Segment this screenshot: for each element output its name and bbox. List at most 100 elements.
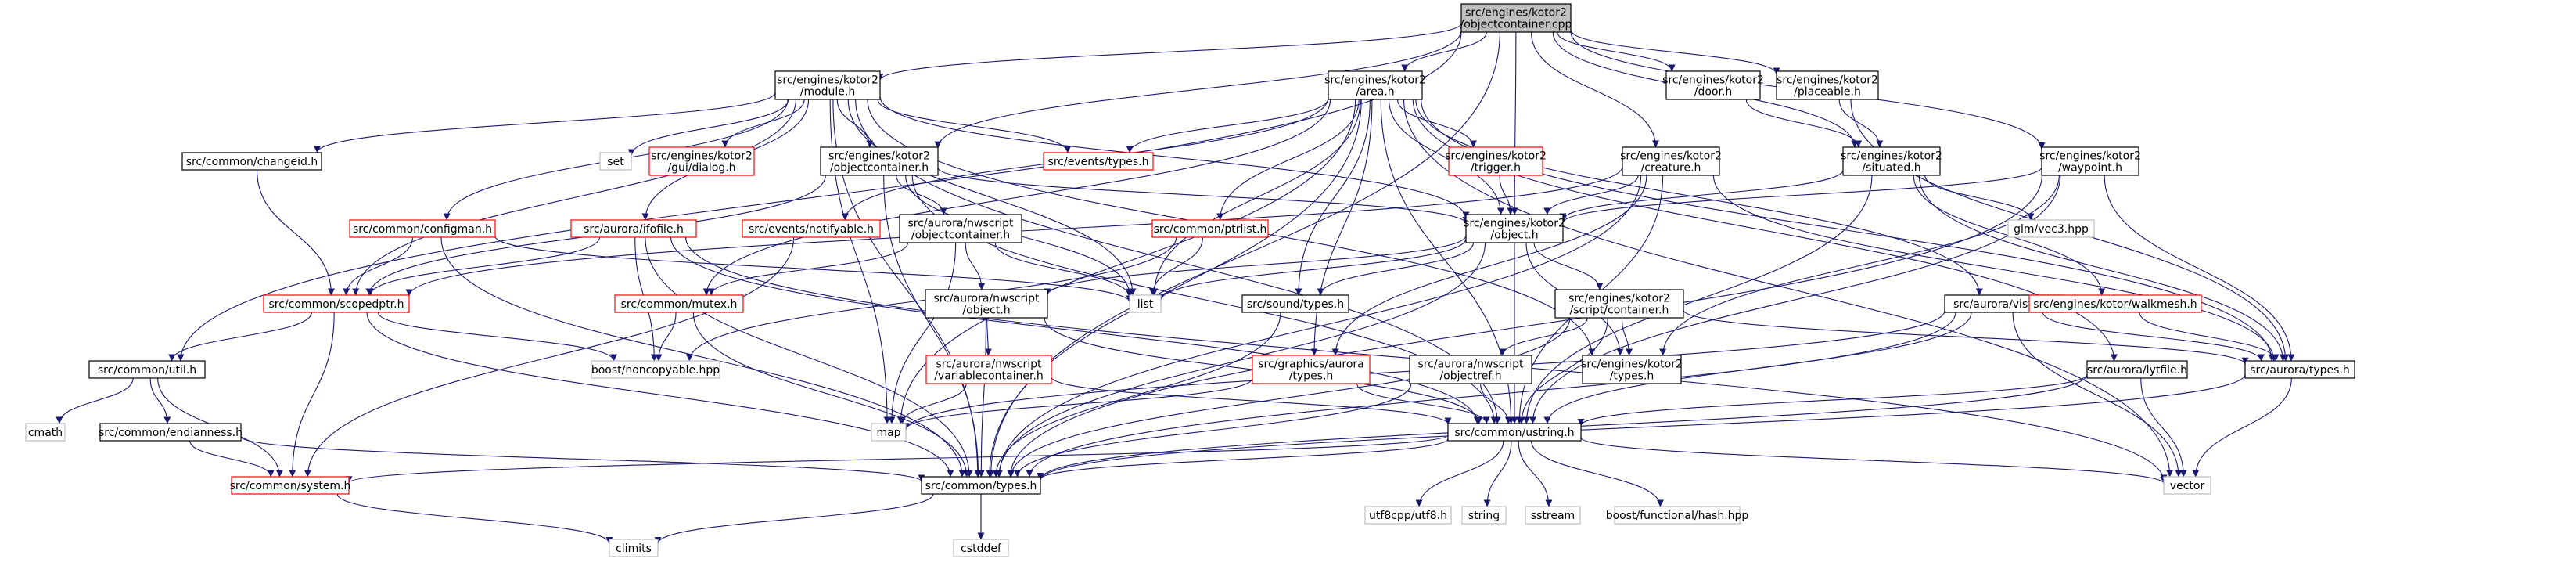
node-label-noncopyable-0: boost/noncopyable.hpp xyxy=(591,364,720,377)
edge-object-to-list xyxy=(1157,238,1467,301)
node-label-configman-0: src/common/configman.h xyxy=(353,223,492,236)
node-label-objcont-1: /objectcontainer.h xyxy=(830,162,929,175)
edge-area-to-list xyxy=(1151,99,1361,296)
edge-scopedptr-to-commontypes xyxy=(366,312,954,478)
edge-area-to-commontypes xyxy=(986,99,1362,478)
node-trigger[interactable]: src/engines/kotor2/trigger.h xyxy=(1445,146,1547,176)
edge-auroratypes-to-vector xyxy=(2192,377,2292,478)
node-soundtypes[interactable]: src/sound/types.h xyxy=(1241,294,1349,313)
node-box-gfxtypes xyxy=(1252,355,1371,384)
edge-creature-to-auroratypes xyxy=(1712,175,2278,362)
node-box-map xyxy=(871,423,907,442)
node-objcont[interactable]: src/engines/kotor2/objectcontainer.h xyxy=(820,146,939,176)
node-ptrlist[interactable]: src/common/ptrlist.h xyxy=(1151,219,1269,238)
edge-module-to-object xyxy=(879,96,1470,219)
node-label-mutex-0: src/common/mutex.h xyxy=(621,298,738,311)
node-object[interactable]: src/engines/kotor2/object.h xyxy=(1464,214,1565,243)
edge-endianness-to-system xyxy=(189,440,275,478)
node-label-root-0: src/engines/kotor2 xyxy=(1465,7,1567,20)
node-string: string xyxy=(1461,506,1507,525)
node-label-notifyable-0: src/events/notifyable.h xyxy=(749,223,874,236)
node-walkmesh[interactable]: src/engines/kotor/walkmesh.h xyxy=(2028,294,2202,313)
node-configman[interactable]: src/common/configman.h xyxy=(349,219,496,238)
edge-root-to-objcont xyxy=(934,30,1462,149)
edge-nwsobject-to-commontypes xyxy=(977,317,987,478)
node-label-situated-0: src/engines/kotor2 xyxy=(1841,150,1942,163)
node-scriptcont[interactable]: src/engines/kotor2/script/container.h xyxy=(1554,289,1684,319)
node-box-ifofile xyxy=(570,219,697,238)
edge-area-to-ptrlist xyxy=(1216,99,1360,221)
edge-nwsobjcont-to-map xyxy=(888,242,957,424)
node-objectref[interactable]: src/aurora/nwscript/objectref.h xyxy=(1409,355,1532,384)
node-changeid[interactable]: src/common/changeid.h xyxy=(181,152,322,171)
node-creature[interactable]: src/engines/kotor2/creature.h xyxy=(1620,146,1722,176)
node-box-root xyxy=(1460,3,1572,33)
node-lytfile[interactable]: src/aurora/lytfile.h xyxy=(2086,360,2188,379)
node-door[interactable]: src/engines/kotor2/door.h xyxy=(1662,70,1764,100)
node-box-vector xyxy=(2163,476,2211,495)
node-box-system xyxy=(231,476,350,495)
node-box-area xyxy=(1328,70,1423,100)
node-gfxtypes[interactable]: src/graphics/aurora/types.h xyxy=(1252,355,1371,384)
edge-trigger-to-object xyxy=(1499,175,1514,215)
node-ustring[interactable]: src/common/ustring.h xyxy=(1447,423,1582,442)
node-label-sstream-0: sstream xyxy=(1531,510,1575,522)
node-notifyable[interactable]: src/events/notifyable.h xyxy=(742,219,881,238)
node-label-nwsobjcont-0: src/aurora/nwscript xyxy=(907,218,1014,230)
node-box-commontypes xyxy=(921,476,1041,495)
edge-gfxtypes-to-map xyxy=(902,377,1253,431)
node-scopedptr[interactable]: src/common/scopedptr.h xyxy=(263,294,410,313)
node-cmath: cmath xyxy=(25,423,66,442)
node-eventstypes[interactable]: src/events/types.h xyxy=(1043,152,1154,171)
edge-object-to-scriptcont xyxy=(1533,242,1604,290)
edge-ustring-to-commontypes xyxy=(1037,438,1449,480)
edge-objectref-to-commontypes xyxy=(1014,383,1412,478)
node-auroratypes[interactable]: src/aurora/types.h xyxy=(2244,360,2355,379)
edge-object-to-nwsobject xyxy=(1044,235,1467,296)
node-box-nwsobject xyxy=(925,289,1048,319)
edge-objcont-to-nwsobjcont xyxy=(896,175,947,215)
edge-ustring-to-string xyxy=(1483,440,1512,507)
node-nwsobjcont[interactable]: src/aurora/nwscript/objectcontainer.h xyxy=(899,214,1022,243)
node-label-nwsobjcont-1: /objectcontainer.h xyxy=(911,229,1010,242)
edge-area-to-mutex xyxy=(702,99,1331,296)
node-area[interactable]: src/engines/kotor2/area.h xyxy=(1324,70,1426,100)
node-box-soundtypes xyxy=(1241,294,1349,313)
node-box-eventstypes xyxy=(1043,152,1154,171)
node-endianness[interactable]: src/common/endianness.h xyxy=(99,423,243,442)
node-waypoint[interactable]: src/engines/kotor2/waypoint.h xyxy=(2039,146,2141,176)
node-label-endianness-0: src/common/endianness.h xyxy=(99,427,243,439)
edge-area-to-visfile xyxy=(1415,99,1983,296)
node-noncopyable: boost/noncopyable.hpp xyxy=(591,360,720,379)
node-box-auroratypes xyxy=(2244,360,2355,379)
edge-ustring-to-system xyxy=(345,434,1449,484)
node-box-cmath xyxy=(25,423,66,442)
node-label-gfxtypes-0: src/graphics/aurora xyxy=(1258,359,1364,371)
node-label-cmath-0: cmath xyxy=(28,427,63,439)
node-label-varcont-1: /variablecontainer.h xyxy=(934,370,1044,383)
node-commontypes[interactable]: src/common/types.h xyxy=(921,476,1041,495)
node-label-placeable-1: /placeable.h xyxy=(1794,86,1861,99)
node-util[interactable]: src/common/util.h xyxy=(88,360,206,379)
node-label-ustring-0: src/common/ustring.h xyxy=(1454,427,1574,439)
node-system[interactable]: src/common/system.h xyxy=(230,476,351,495)
edge-waypoint-to-auroratypes xyxy=(2104,175,2295,362)
node-box-list xyxy=(1129,294,1162,313)
node-label-door-1: /door.h xyxy=(1694,86,1733,99)
node-guidialog[interactable]: src/engines/kotor2/gui/dialog.h xyxy=(648,146,755,176)
node-label-boosthash-0: boost/functional/hash.hpp xyxy=(1606,510,1749,522)
node-box-objectref xyxy=(1409,355,1532,384)
node-placeable[interactable]: src/engines/kotor2/placeable.h xyxy=(1776,70,1879,100)
node-nwsobject[interactable]: src/aurora/nwscript/object.h xyxy=(925,289,1048,319)
node-list: list xyxy=(1129,294,1162,313)
edge-scriptcont-to-ustring xyxy=(1518,317,1608,424)
node-varcont[interactable]: src/aurora/nwscript/variablecontainer.h xyxy=(925,355,1052,384)
node-situated[interactable]: src/engines/kotor2/situated.h xyxy=(1841,146,1942,176)
edge-walkmesh-to-auroratypes xyxy=(2139,312,2280,362)
node-mutex[interactable]: src/common/mutex.h xyxy=(614,294,744,313)
node-label-waypoint-1: /waypoint.h xyxy=(2058,162,2122,175)
node-module[interactable]: src/engines/kotor2/module.h xyxy=(774,70,881,100)
node-ifofile[interactable]: src/aurora/ifofile.h xyxy=(570,219,697,238)
node-k2types[interactable]: src/engines/kotor2/types.h xyxy=(1581,355,1683,384)
